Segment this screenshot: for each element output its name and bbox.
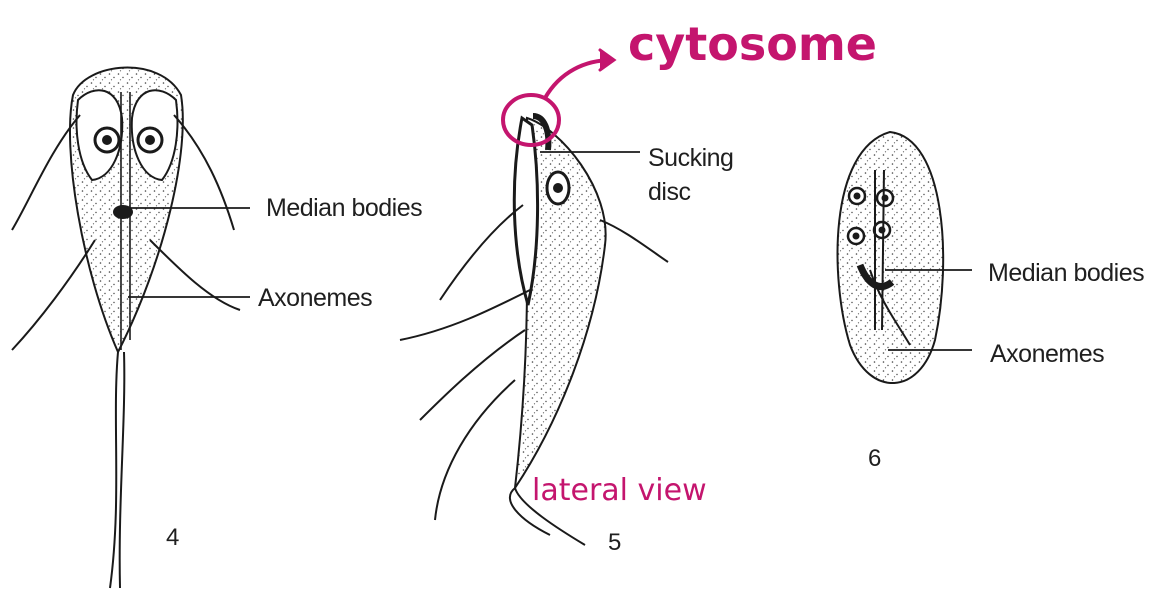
fig6-median-bodies-label: Median bodies [988,259,1144,287]
figure-6-cyst [838,132,972,383]
cytosome-annotation-text: cytosome [628,17,877,71]
fig5-sucking-label-line1: Sucking [648,144,733,172]
figure-4-trophozoite [12,68,250,588]
figure-6-number: 6 [868,445,881,472]
fig6-axonemes-label: Axonemes [990,340,1104,368]
fig4-axonemes-label: Axonemes [258,284,372,312]
fig6-cyst-wall [838,132,944,383]
figure-4-number: 4 [166,524,179,551]
lateral-view-annotation-text: lateral view [532,473,707,508]
fig4-median-bodies-label: Median bodies [266,194,422,222]
figure-5-number: 5 [608,529,621,556]
fig5-sucking-label-line2: disc [648,178,690,206]
